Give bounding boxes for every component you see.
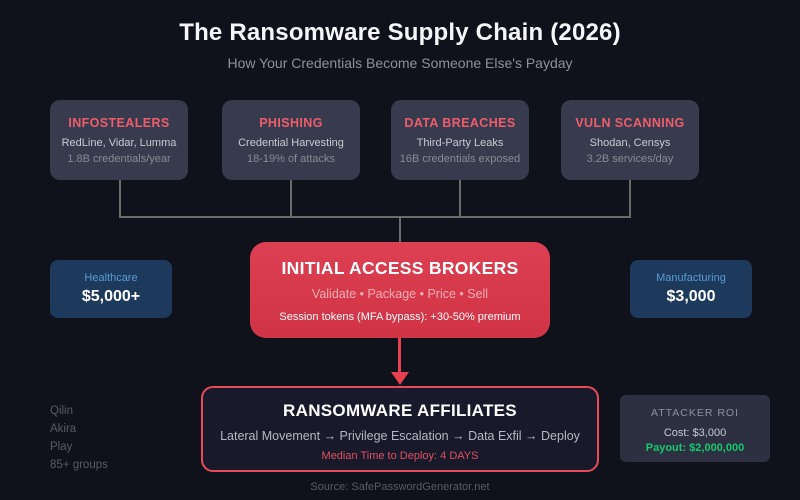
source-box-data-breaches: DATA BREACHES Third-Party Leaks 16B cred… xyxy=(391,100,529,180)
source-box-phishing: PHISHING Credential Harvesting 18-19% of… xyxy=(222,100,360,180)
connector-line xyxy=(290,180,292,217)
affiliates-title: RANSOMWARE AFFILIATES xyxy=(283,401,517,420)
source-box-title: DATA BREACHES xyxy=(404,115,516,130)
manufacturing-price-box: Manufacturing $3,000 xyxy=(630,260,752,318)
group-list-item: Akira xyxy=(50,423,77,435)
price-value: $3,000 xyxy=(666,288,716,305)
source-box-detail: RedLine, Vidar, Lumma xyxy=(61,136,177,149)
source-box-stat: 3.2B services/day xyxy=(586,152,674,165)
attacker-roi-box: ATTACKER ROI Cost: $3,000 Payout: $2,000… xyxy=(620,395,770,462)
roi-title: ATTACKER ROI xyxy=(650,407,740,419)
price-value: $5,000+ xyxy=(81,288,141,305)
roi-payout: Payout: $2,000,000 xyxy=(645,442,745,454)
affiliates-kill-chain: Lateral Movement → Privilege Escalation … xyxy=(220,429,580,443)
source-box-stat: 16B credentials exposed xyxy=(399,152,521,165)
connector-line xyxy=(459,180,461,217)
price-sector-label: Manufacturing xyxy=(656,272,726,284)
down-arrow-shaft xyxy=(398,338,401,374)
down-arrow-icon xyxy=(391,372,409,385)
source-attribution: Source: SafePasswordGenerator.net xyxy=(310,481,490,493)
source-box-detail: Third-Party Leaks xyxy=(416,136,504,149)
connector-line xyxy=(629,180,631,217)
page-subtitle: How Your Credentials Become Someone Else… xyxy=(227,55,573,71)
ransomware-groups-list: Qilin Akira Play 85+ groups xyxy=(50,402,108,474)
brokers-title: INITIAL ACCESS BROKERS xyxy=(281,258,519,278)
source-box-vuln-scanning: VULN SCANNING Shodan, Censys 3.2B servic… xyxy=(561,100,699,180)
page-title: The Ransomware Supply Chain (2026) xyxy=(179,19,621,46)
group-list-item: 85+ groups xyxy=(50,459,108,471)
source-box-infostealers: INFOSTEALERS RedLine, Vidar, Lumma 1.8B … xyxy=(50,100,188,180)
affiliates-deploy-time: Median Time to Deploy: 4 DAYS xyxy=(321,450,479,462)
brokers-subtitle: Validate • Package • Price • Sell xyxy=(311,287,489,301)
initial-access-brokers-box: INITIAL ACCESS BROKERS Validate • Packag… xyxy=(250,242,550,338)
source-box-stat: 18-19% of attacks xyxy=(246,152,336,165)
source-box-title: VULN SCANNING xyxy=(575,115,685,130)
source-box-detail: Shodan, Censys xyxy=(589,136,671,149)
brokers-premium-note: Session tokens (MFA bypass): +30-50% pre… xyxy=(279,311,521,323)
ransomware-affiliates-box: RANSOMWARE AFFILIATES Lateral Movement →… xyxy=(201,386,599,472)
price-sector-label: Healthcare xyxy=(84,272,138,284)
connector-line xyxy=(119,180,121,217)
source-box-stat: 1.8B credentials/year xyxy=(67,152,171,165)
roi-cost: Cost: $3,000 xyxy=(663,427,727,439)
connector-line-horizontal xyxy=(119,216,631,218)
connector-line-drop xyxy=(399,217,401,242)
group-list-item: Qilin xyxy=(50,405,74,417)
source-box-title: INFOSTEALERS xyxy=(68,115,170,130)
healthcare-price-box: Healthcare $5,000+ xyxy=(50,260,172,318)
group-list-item: Play xyxy=(50,441,73,453)
source-box-detail: Credential Harvesting xyxy=(238,136,344,149)
source-box-title: PHISHING xyxy=(259,115,323,130)
